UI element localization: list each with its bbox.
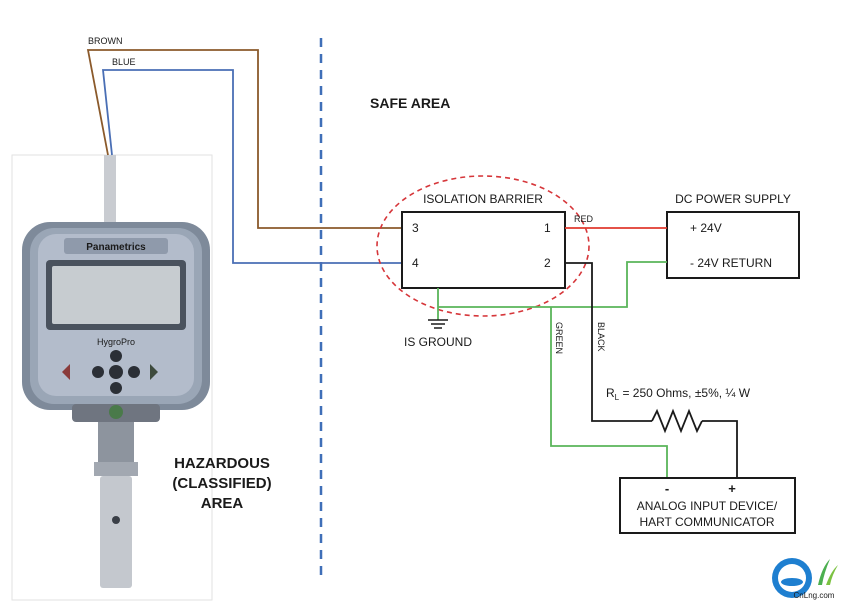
- ground-label: IS GROUND: [404, 335, 472, 349]
- hazardous-line-1: HAZARDOUS: [174, 455, 270, 472]
- red-wire-label: RED: [574, 214, 594, 224]
- barrier-terminal-3: 3: [412, 221, 419, 235]
- hazardous-area-label: HAZARDOUS (CLASSIFIED) AREA: [172, 455, 271, 512]
- isolation-barrier-box: [401, 211, 566, 289]
- hygropro-instrument: Panametrics HygroPro: [11, 154, 213, 601]
- hazardous-line-3: AREA: [201, 495, 244, 512]
- barrier-title: ISOLATION BARRIER: [423, 192, 543, 206]
- power-minus-label: - 24V RETURN: [690, 256, 772, 270]
- black-wire-label: BLACK: [596, 322, 606, 352]
- model-label: HygroPro: [97, 337, 135, 347]
- power-plus-label: + 24V: [690, 221, 722, 235]
- device-line-1: ANALOG INPUT DEVICE/: [637, 499, 778, 513]
- cnlng-logo: CnLng.com: [772, 558, 838, 600]
- device-minus-label: -: [665, 481, 669, 496]
- brown-wire: [86, 49, 408, 229]
- barrier-highlight-ellipse: [376, 175, 590, 317]
- power-supply-title: DC POWER SUPPLY: [675, 192, 791, 206]
- brand-label: Panametrics: [86, 242, 146, 253]
- resistor-label-rest: = 250 Ohms, ±5%, ¼ W: [619, 386, 751, 400]
- green-device-wire: [550, 307, 668, 478]
- logo-text: CnLng.com: [794, 591, 835, 600]
- device-line-2: HART COMMUNICATOR: [639, 515, 774, 529]
- blue-wire: [101, 69, 408, 264]
- resistor-label-subscript: L: [615, 393, 620, 402]
- black-wire: [565, 262, 652, 422]
- green-wire-label: GREEN: [554, 322, 564, 354]
- ground-symbol: [428, 288, 448, 329]
- barrier-terminal-2: 2: [544, 256, 551, 270]
- barrier-terminal-4: 4: [412, 256, 419, 270]
- device-plus-label: +: [728, 481, 736, 496]
- blue-wire-label: BLUE: [112, 57, 136, 67]
- hazardous-line-2: (CLASSIFIED): [172, 475, 271, 492]
- safe-area-label: SAFE AREA: [370, 95, 450, 111]
- analog-input-device-box: [619, 477, 796, 534]
- barrier-terminal-1: 1: [544, 221, 551, 235]
- load-resistor: [651, 408, 703, 434]
- resistor-label: RL = 250 Ohms, ±5%, ¼ W: [606, 386, 751, 402]
- black-wire-to-device: [702, 420, 738, 478]
- keypad: [62, 350, 158, 394]
- dc-power-supply-box: [666, 211, 800, 279]
- resistor-label-prefix: R: [606, 386, 615, 400]
- brown-wire-label: BROWN: [88, 36, 123, 46]
- green-return-wire: [438, 261, 667, 308]
